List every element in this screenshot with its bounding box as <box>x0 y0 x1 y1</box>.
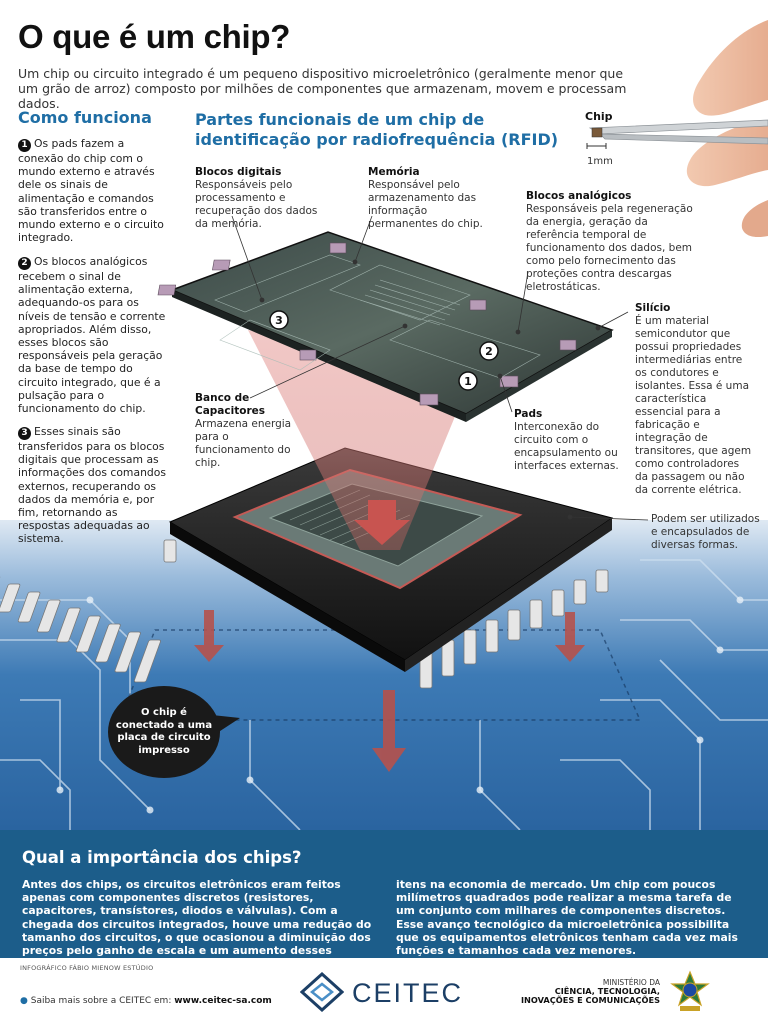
die-marker-1: 1 <box>464 375 472 388</box>
ministry-line-3: INOVAÇÕES E COMUNICAÇÕES <box>521 995 660 1005</box>
credit-line: INFOGRÁFICO FÁBIO MIENOW ESTÚDIO <box>20 964 154 972</box>
label-banco-text: Armazena energia para o funcionamento do… <box>195 418 292 469</box>
label-pads-title: Pads <box>514 408 543 420</box>
board-bubble <box>108 686 220 778</box>
label-banco-capacitores: Banco de Capacitores Armazena energia pa… <box>195 392 295 470</box>
importance-col-1: Antes dos chips, os circuitos eletrônico… <box>22 878 372 958</box>
label-blocos-analogicos: Blocos analógicos Responsáveis pela rege… <box>526 190 696 294</box>
label-blocos-analogicos-title: Blocos analógicos <box>526 190 632 202</box>
brazil-coat-of-arms-icon <box>670 970 710 1011</box>
label-silicio-text: É um material semicondutor que possui pr… <box>635 315 752 496</box>
ministry-text: MINISTÉRIO DA CIÊNCIA, TECNOLOGIA, INOVA… <box>510 978 660 1005</box>
label-encapsulados-text: Podem ser utilizados e encapsulados de d… <box>651 513 760 551</box>
die-pads <box>157 242 577 406</box>
die-markers: 3 2 1 <box>269 310 499 391</box>
ceitec-logo: CEITEC <box>352 978 464 1008</box>
sidebar-title: Como funciona <box>18 108 152 127</box>
footer-bullet-icon: ● <box>20 996 28 1006</box>
die-circuitry <box>214 254 541 379</box>
label-silicio-title: Silício <box>635 302 671 314</box>
footer-more-info: ● Saiba mais sobre a CEITEC em: www.ceit… <box>20 996 272 1006</box>
label-pads: Pads Interconexão do circuito com o enca… <box>514 408 624 473</box>
label-blocos-digitais-text: Responsáveis pelo processamento e recupe… <box>195 179 318 230</box>
label-memoria-text: Responsável pelo armazenamento das infor… <box>368 179 483 230</box>
down-arrows <box>194 610 585 772</box>
step-text-1: Os pads fazem a conexão do chip com o mu… <box>18 137 164 245</box>
main-title: Partes funcionais de um chip de identifi… <box>195 110 559 149</box>
die-marker-2: 2 <box>485 345 493 358</box>
step-number-3: 3 <box>18 427 31 440</box>
zoom-arrow <box>354 500 410 545</box>
label-pads-text: Interconexão do circuito com o encapsula… <box>514 421 619 472</box>
chip-pins <box>0 575 161 683</box>
ministry-line-2: CIÊNCIA, TECNOLOGIA, <box>554 986 660 996</box>
chip-scale-unit: 1mm <box>587 156 613 167</box>
ceitec-logo-icon <box>300 972 344 1012</box>
leader-lines <box>231 215 649 521</box>
step-number-2: 2 <box>18 257 31 270</box>
footer-more-info-prefix: Saiba mais sobre a CEITEC em: <box>30 996 172 1006</box>
importance-title: Qual a importância dos chips? <box>22 848 302 867</box>
label-memoria: Memória Responsável pelo armazenamento d… <box>368 166 498 231</box>
bubble-text: O chip é conectado a uma placa de circui… <box>115 707 213 756</box>
label-encapsulados: Podem ser utilizados e encapsulados de d… <box>651 513 761 552</box>
label-silicio: Silício É um material semicondutor que p… <box>635 302 755 497</box>
intro-text: Um chip ou circuito integrado é um peque… <box>18 66 627 111</box>
label-blocos-digitais: Blocos digitais Responsáveis pelo proces… <box>195 166 330 231</box>
label-blocos-analogicos-text: Responsáveis pela regeneração da energia… <box>526 203 693 293</box>
importance-col-2: itens na economia de mercado. Um chip co… <box>396 878 738 958</box>
page-title: O que é um chip? <box>18 18 291 55</box>
step-text-2: Os blocos analógicos recebem o sinal de … <box>18 255 166 416</box>
step-text-3: Esses sinais são transferidos para os bl… <box>18 425 166 546</box>
footer-link[interactable]: www.ceitec-sa.com <box>174 996 272 1006</box>
die-marker-3: 3 <box>275 314 283 327</box>
importance-band <box>0 830 768 958</box>
tiny-chip <box>591 127 603 138</box>
label-memoria-title: Memória <box>368 166 420 178</box>
label-blocos-digitais-title: Blocos digitais <box>195 166 282 178</box>
hand-with-tweezers <box>586 20 768 238</box>
chip-scale-label: Chip <box>585 110 613 123</box>
step-number-1: 1 <box>18 139 31 152</box>
ministry-line-1: MINISTÉRIO DA <box>602 978 660 987</box>
label-banco-title: Banco de Capacitores <box>195 392 265 417</box>
